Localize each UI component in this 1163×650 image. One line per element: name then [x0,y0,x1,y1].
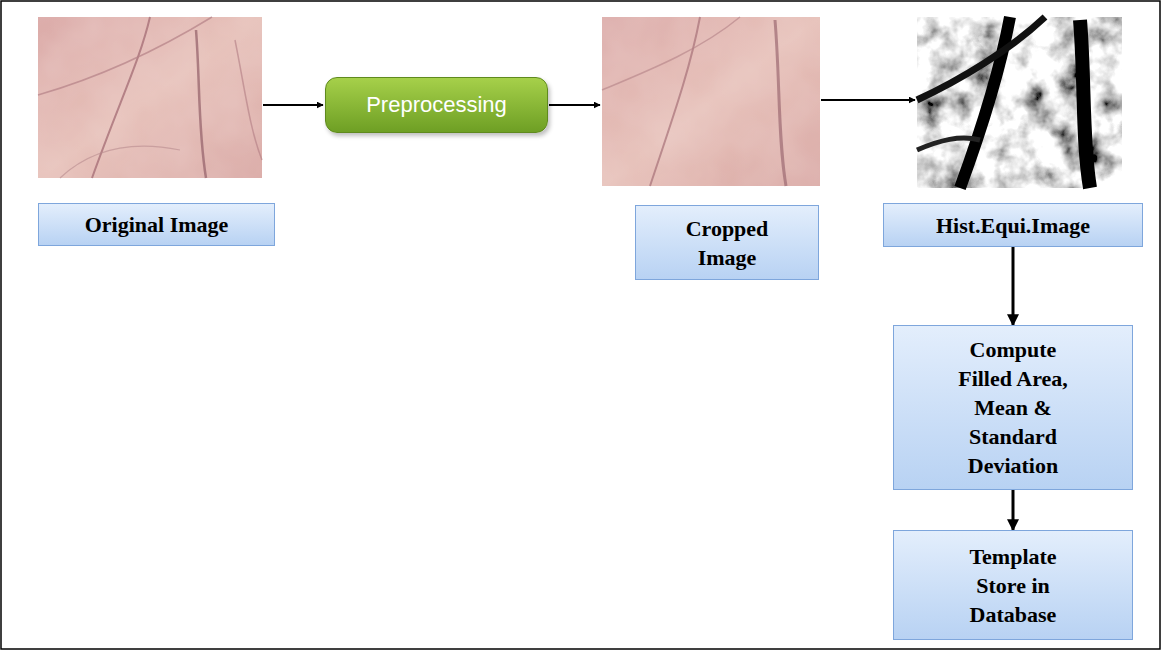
process-box: Compute Filled Area, Mean & Standard Dev… [893,325,1133,490]
histeq-image [917,17,1122,188]
node-text: Preprocessing [366,92,507,118]
node-text: Compute Filled Area, Mean & Standard Dev… [944,335,1082,480]
cropped-photo [602,17,820,186]
flow-arrow [1012,490,1015,530]
flow-arrow [1012,247,1015,325]
palm-photo [38,17,262,178]
node-text: Cropped Image [666,214,788,272]
arrow [821,99,915,101]
node-text: Original Image [85,210,229,239]
image-label: Cropped Image [635,205,819,280]
arrow [549,104,600,106]
process-box: Preprocessing [325,77,548,133]
node-text: Template Store in Database [944,542,1082,629]
arrow [263,104,323,106]
image-label: Original Image [38,203,275,246]
node-text: Hist.Equi.Image [936,211,1090,240]
image-label: Hist.Equi.Image [883,203,1143,247]
storage-box: Template Store in Database [893,530,1133,640]
